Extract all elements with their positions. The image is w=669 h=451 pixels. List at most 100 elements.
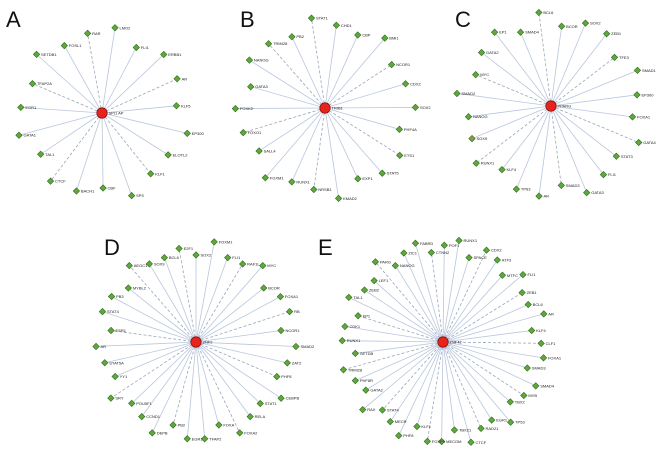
gene-label: EP1 <box>363 313 371 318</box>
gene-label: FLI1 <box>527 272 536 277</box>
gene-label: TRIM28 <box>348 367 363 372</box>
gene-node <box>101 359 109 367</box>
gene-label: ZIC1 <box>408 251 417 256</box>
gene-label: SMAD2 <box>300 344 315 349</box>
edge <box>258 107 326 152</box>
edge <box>131 341 197 404</box>
gene-label: STAT1 <box>265 401 278 406</box>
gene-label: EGR1 <box>496 418 508 423</box>
gene-label: MYC <box>267 263 276 268</box>
edge <box>516 105 552 190</box>
gene-node <box>583 188 591 197</box>
edge <box>442 330 532 343</box>
gene-node <box>516 28 525 36</box>
edge <box>265 107 326 179</box>
gene-label: MYB <box>528 393 537 398</box>
edge <box>128 287 197 343</box>
gene-node <box>635 138 643 147</box>
edge <box>151 341 197 434</box>
gene-label: TFAP2A <box>37 81 52 86</box>
edge <box>442 250 487 343</box>
gene-label: CDX2 <box>491 248 502 253</box>
gene-node <box>354 312 362 320</box>
gene-label: CCND1 <box>146 414 161 419</box>
edge <box>481 52 552 107</box>
panel-letter: A <box>6 7 21 32</box>
nodes: STAT1CHD1CBPBMI1NCOR1CDX2SOX2PHF4AETS1ST… <box>231 14 431 203</box>
edge <box>395 265 444 343</box>
gene-label: NCOR1 <box>285 328 300 333</box>
gene-label: TAL1 <box>45 152 55 157</box>
edge <box>195 341 261 404</box>
gene-node <box>395 125 404 133</box>
gene-label: MYBL2 <box>133 286 147 291</box>
edge <box>311 18 326 109</box>
gene-label: FLI1 <box>232 255 241 260</box>
gene-node <box>351 349 359 358</box>
gene-node <box>440 241 448 249</box>
edge <box>101 78 178 114</box>
gene-node <box>378 406 387 414</box>
nodes: RARLMO2FLI1ERBB1ARKLF5EP300ELOTL2KLF1SP5… <box>15 24 204 200</box>
gene-label: ZAT2 <box>292 360 302 365</box>
edge <box>186 341 197 439</box>
gene-node <box>351 376 359 385</box>
edge <box>324 107 359 179</box>
gene-node <box>132 43 140 52</box>
gene-label: CBF <box>108 185 117 190</box>
gene-label: RAF1L <box>247 261 260 266</box>
gene-label: MECR <box>395 419 407 424</box>
gene-node <box>633 66 642 74</box>
gene-label: STAT5A <box>109 360 124 365</box>
gene-node <box>341 322 349 331</box>
edge <box>111 296 197 343</box>
edge <box>538 12 552 107</box>
hub-node <box>545 100 557 112</box>
gene-node <box>539 354 548 362</box>
edge <box>398 341 444 436</box>
gene-label: RELA <box>255 414 266 419</box>
edge <box>355 341 444 381</box>
gene-node <box>378 169 386 177</box>
gene-node <box>490 28 499 36</box>
hub-label: SPI1 AP <box>109 111 124 116</box>
gene-label: SOX2 <box>420 105 431 110</box>
edge <box>195 287 264 343</box>
gene-node <box>173 75 181 83</box>
edge <box>403 252 444 343</box>
gene-label: SOX2 <box>201 252 212 257</box>
gene-label: EP1 <box>499 30 507 35</box>
edge <box>416 341 444 427</box>
edge <box>442 341 511 423</box>
gene-label: STAT5 <box>387 171 400 176</box>
gene-label: RUNX1 <box>296 179 310 184</box>
gene-label: BCOR <box>268 286 280 291</box>
gene-node <box>535 192 543 200</box>
gene-node <box>192 251 200 259</box>
edge <box>456 93 552 107</box>
gene-node <box>37 150 45 158</box>
edge <box>550 26 563 107</box>
gene-label: E2F1 <box>184 246 194 251</box>
gene-label: TAL1 <box>353 295 363 300</box>
edge <box>475 105 552 164</box>
gene-node <box>467 438 475 446</box>
edge <box>195 241 215 343</box>
edge <box>550 105 588 193</box>
gene-node <box>354 31 362 39</box>
gene-node <box>477 48 486 57</box>
edge <box>101 54 165 114</box>
panel-a: ARARLMO2FLI1ERBB1ARKLF5EP300ELOTL2KLF1SP… <box>6 7 204 200</box>
gene-label: GATA2 <box>486 50 499 55</box>
gene-node <box>72 187 81 195</box>
edge <box>195 263 243 343</box>
gene-label: GATA3 <box>255 84 268 89</box>
gene-node <box>99 184 107 192</box>
edge <box>195 341 282 399</box>
gene-label: SMAD4 <box>525 30 540 35</box>
hub-label: TRIB1 <box>332 106 344 111</box>
gene-node <box>532 382 540 390</box>
edge <box>195 341 288 364</box>
edge <box>362 341 444 410</box>
